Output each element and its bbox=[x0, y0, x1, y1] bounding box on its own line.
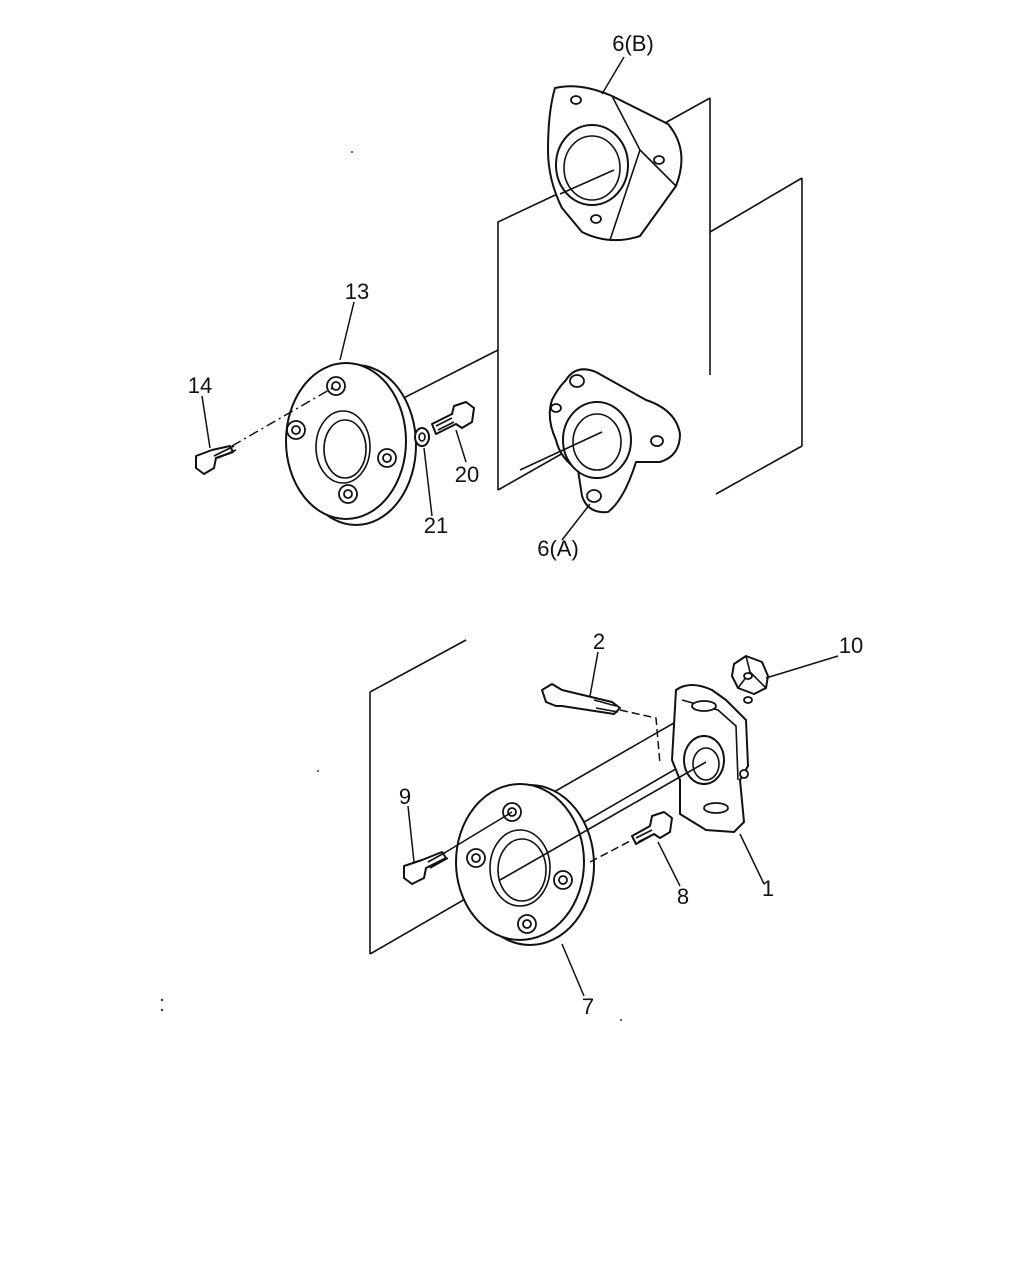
bolt-2 bbox=[541, 683, 621, 715]
callout-6b: 6(B) bbox=[612, 31, 654, 56]
callout-2: 2 bbox=[593, 629, 605, 654]
callout-1: 1 bbox=[762, 876, 774, 901]
callout-8: 8 bbox=[677, 884, 689, 909]
leader-lines bbox=[201, 56, 839, 997]
flange-housing-6a bbox=[548, 368, 681, 514]
callout-9: 9 bbox=[399, 784, 411, 809]
callout-13: 13 bbox=[345, 279, 369, 304]
bolt-2-axis-line bbox=[619, 709, 661, 765]
flange-housing-6b bbox=[547, 85, 683, 242]
callout-7: 7 bbox=[582, 994, 594, 1019]
bolt-8-axis-line bbox=[589, 839, 633, 863]
lower-shaft-line bbox=[499, 761, 707, 881]
scan-specks bbox=[160, 151, 622, 1021]
bolt-14-axis-line bbox=[231, 385, 337, 447]
flange-plate-13 bbox=[285, 362, 417, 526]
upper-shaft-line-6a bbox=[519, 431, 603, 471]
bolt-14 bbox=[195, 445, 237, 475]
callout-14: 14 bbox=[188, 373, 212, 398]
washer-21 bbox=[414, 427, 430, 447]
callout-6a: 6(A) bbox=[537, 536, 579, 561]
upper-frame-lines bbox=[379, 97, 803, 495]
bolt-9 bbox=[403, 851, 449, 885]
callout-20: 20 bbox=[455, 462, 479, 487]
bolt-20 bbox=[431, 401, 475, 435]
bolt-9-axis-line bbox=[445, 811, 513, 853]
bolt-8 bbox=[631, 811, 673, 845]
callout-10: 10 bbox=[839, 633, 863, 658]
bracket-1 bbox=[671, 684, 753, 833]
upper-shaft-line-6b bbox=[559, 169, 615, 195]
callout-21: 21 bbox=[424, 513, 448, 538]
nut-10 bbox=[731, 655, 769, 695]
flange-plate-7 bbox=[455, 783, 595, 946]
